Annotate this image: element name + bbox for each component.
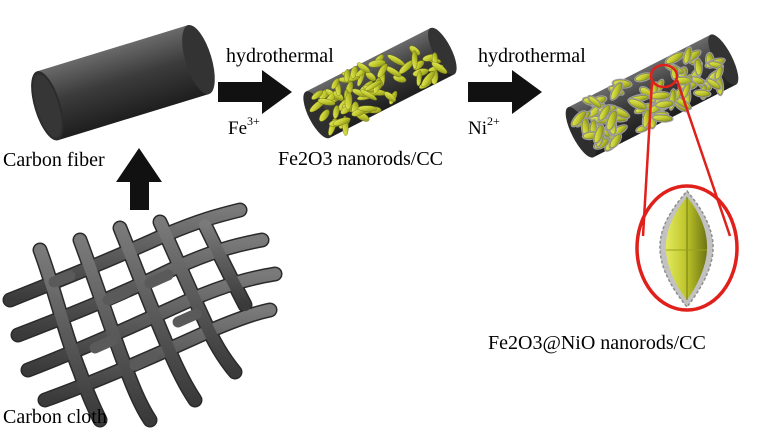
nanorod-mark xyxy=(594,125,604,143)
nanorod-mark xyxy=(331,78,340,90)
nanorod-mark xyxy=(383,91,396,102)
nanorod-mark xyxy=(317,98,336,106)
nanorod-mark xyxy=(571,111,586,127)
nanorod-mark xyxy=(421,71,435,88)
nanorod-mark xyxy=(652,114,673,122)
nanorod-mark xyxy=(360,89,378,101)
nanorod-mark xyxy=(344,69,351,83)
carbon-cloth-mesh xyxy=(2,202,283,428)
nanorod-mark xyxy=(416,70,422,87)
fe2o3-nanorods xyxy=(309,45,448,136)
nanorod-mark xyxy=(344,92,353,110)
nanorod-mark xyxy=(368,59,386,68)
fe2o3-nio-cc-label: Fe2O3@NiO nanorods/CC xyxy=(488,332,706,354)
nanorod-mark xyxy=(431,61,448,74)
up-arrow xyxy=(116,148,162,210)
step1-arrow xyxy=(218,70,292,114)
carbon-cloth-label: Carbon cloth xyxy=(3,406,107,428)
nanorod-mark xyxy=(609,134,621,148)
step2-method-label: hydrothermal xyxy=(478,45,586,67)
step1-method-label: hydrothermal xyxy=(226,45,334,67)
nanorod-mark xyxy=(606,110,617,131)
nanorod-mark xyxy=(319,109,330,122)
nanorod-mark xyxy=(598,105,611,121)
nanorod-mark xyxy=(628,99,647,110)
carbon-fiber-cylinder xyxy=(31,24,215,141)
nanorod-mark xyxy=(356,62,371,74)
nanorod-mark xyxy=(332,105,340,119)
step1-reagent-charge: 3+ xyxy=(247,114,260,128)
step1-reagent: Fe3+ xyxy=(228,114,260,139)
step2-reagent: Ni2+ xyxy=(468,114,500,139)
nanorod-mark xyxy=(683,47,692,64)
nanorod-mark xyxy=(655,100,674,108)
nanorod-mark xyxy=(695,58,702,76)
carbon-fiber-label: Carbon fiber xyxy=(3,149,105,171)
magnified-nanorod xyxy=(659,189,714,309)
zoom-source-ring xyxy=(649,63,679,89)
nanorod-mark xyxy=(706,78,721,90)
nanorod-mark xyxy=(411,50,418,70)
step1-reagent-symbol: Fe xyxy=(228,118,247,139)
nanorod-mark xyxy=(311,90,324,100)
step2-reagent-charge: 2+ xyxy=(487,114,500,128)
nanorod-mark xyxy=(332,117,351,126)
fe2o3-cc-label: Fe2O3 nanorods/CC xyxy=(278,148,443,170)
zoom-callout xyxy=(635,63,739,312)
nanorod-mark xyxy=(588,96,602,108)
nanorod-mark xyxy=(610,82,623,100)
fe2o3-coated-fiber xyxy=(303,27,457,139)
nanorod-mark xyxy=(364,80,382,91)
fe2o3-nio-nanorods xyxy=(570,46,726,152)
step2-arrow xyxy=(468,70,542,114)
nanorod-mark xyxy=(357,105,378,112)
step2-reagent-symbol: Ni xyxy=(468,118,487,139)
nanorod-mark xyxy=(665,52,684,64)
nanorod-mark xyxy=(694,90,711,97)
zoom-magnified-ring xyxy=(635,184,739,312)
nanorod-mark xyxy=(715,66,723,80)
nanorod-mark xyxy=(377,63,388,78)
